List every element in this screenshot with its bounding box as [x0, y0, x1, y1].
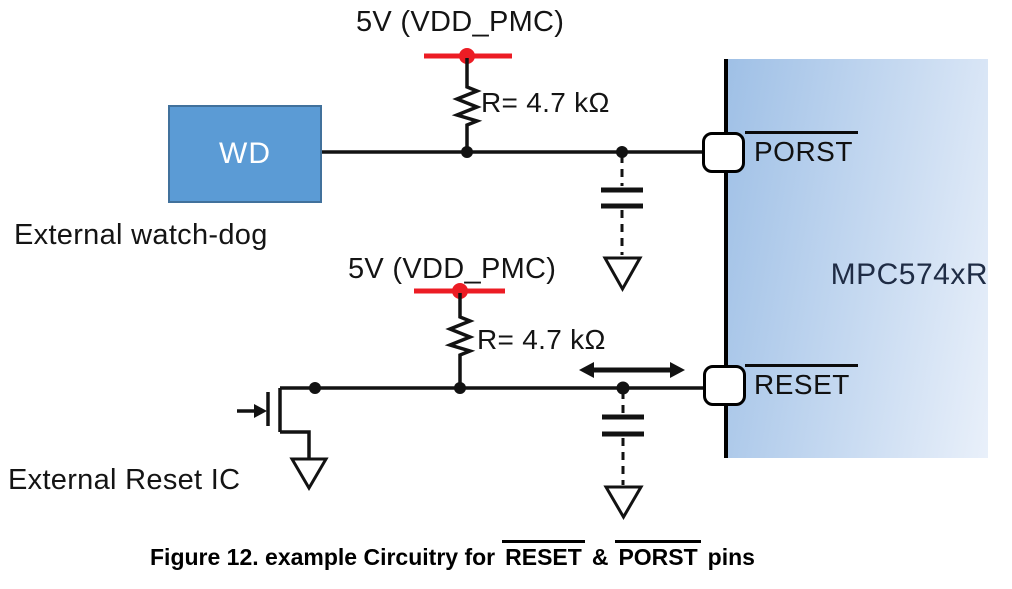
ground-bottom-icon: [603, 485, 644, 520]
external-reset-ic-label: External Reset IC: [8, 464, 241, 496]
junction-dot: [309, 382, 321, 394]
caption-porst-word: PORST: [615, 540, 701, 571]
resistor-top-icon: [451, 58, 483, 152]
ground-top-icon: [602, 256, 643, 293]
reset-pin-pad: [703, 365, 746, 406]
watchdog-block-label: WD: [219, 137, 271, 170]
chip-name-label: MPC574xR: [830, 258, 988, 291]
caption-ampersand: &: [591, 544, 609, 570]
bidirectional-arrow-icon: [579, 362, 685, 378]
nmos-transistor-icon: [237, 388, 311, 459]
junction-dot: [461, 146, 473, 158]
capacitor-top-icon: [601, 155, 643, 255]
caption-reset-word: RESET: [502, 540, 585, 571]
junction-dot: [616, 381, 630, 395]
power-rail-bottom-icon: [414, 283, 505, 299]
watchdog-block: WD: [168, 105, 322, 203]
mcu-chip-body: [724, 59, 988, 458]
ground-transistor-icon: [289, 457, 329, 491]
capacitor-bottom-icon: [602, 391, 644, 485]
external-watchdog-label: External watch-dog: [14, 219, 268, 251]
porst-pin-label: PORST: [745, 131, 858, 168]
junction-dot: [616, 146, 628, 158]
vdd-pmc-label-top: 5V (VDD_PMC): [356, 6, 565, 38]
vdd-pmc-label-bottom: 5V (VDD_PMC): [348, 253, 557, 285]
reset-pin-label: RESET: [745, 364, 858, 401]
porst-pin-pad: [702, 132, 745, 173]
caption-suffix: pins: [707, 544, 755, 570]
junction-dot: [454, 382, 466, 394]
power-rail-top-icon: [424, 48, 512, 64]
resistor-bottom-icon: [444, 293, 476, 388]
caption-prefix: Figure 12. example Circuitry for: [150, 544, 496, 570]
resistor-value-top: R= 4.7 kΩ: [481, 87, 610, 118]
resistor-value-bottom: R= 4.7 kΩ: [477, 324, 606, 355]
